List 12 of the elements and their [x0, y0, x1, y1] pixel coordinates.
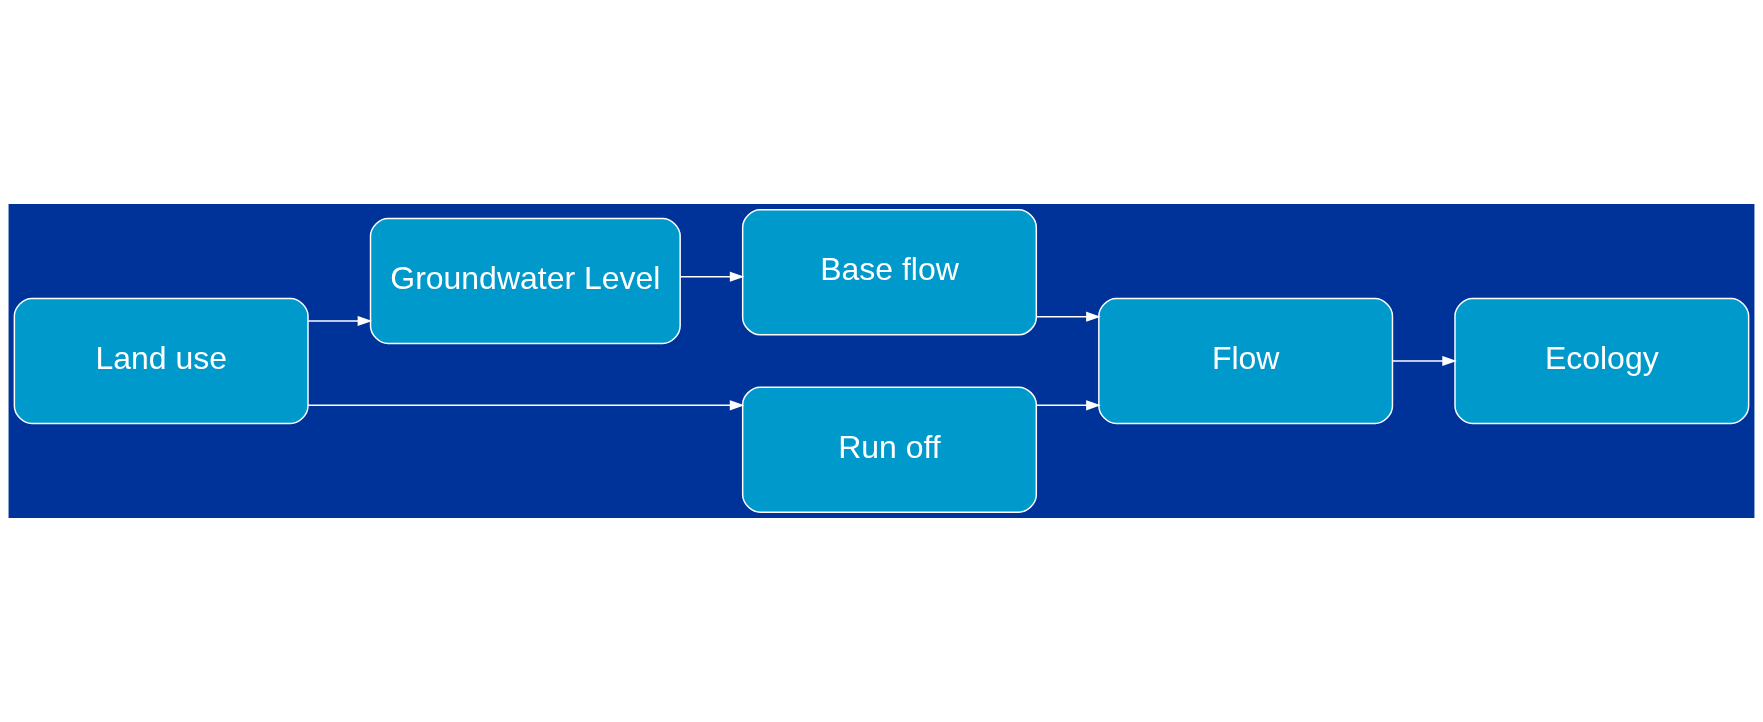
- node-box: Land use: [13, 297, 309, 425]
- node-box: Groundwater Level: [369, 217, 681, 345]
- arrow: [1035, 311, 1101, 322]
- arrow: [307, 400, 745, 411]
- node-box: Base flow: [741, 209, 1038, 336]
- node-box: Ecology: [1454, 297, 1750, 425]
- arrow: [1035, 400, 1101, 411]
- arrow: [1391, 355, 1457, 367]
- arrow: [679, 271, 745, 282]
- node-box: Flow: [1098, 297, 1394, 425]
- arrow: [307, 315, 373, 327]
- node-box: Run off: [741, 386, 1038, 513]
